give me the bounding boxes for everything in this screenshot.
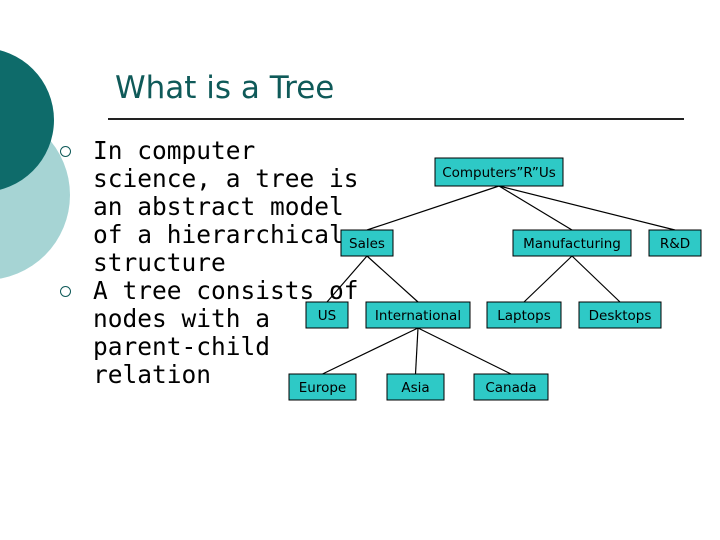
tree-node-box xyxy=(486,301,562,329)
slide-title: What is a Tree xyxy=(115,70,335,106)
tree-edge-sales-international xyxy=(366,255,419,303)
tree-node-box xyxy=(473,373,549,401)
tree-node-rnd: R&D xyxy=(648,229,702,257)
bullet-item: In computer science, a tree is an abstra… xyxy=(60,137,360,277)
bullet-item: A tree consists of nodes with a parent-c… xyxy=(60,277,360,389)
tree-node-label: Sales xyxy=(349,236,385,252)
tree-edge-root-sales xyxy=(366,185,500,231)
tree-edges xyxy=(322,185,676,375)
tree-edge-manufacturing-desktops xyxy=(571,255,621,303)
tree-node-box xyxy=(512,229,632,257)
tree-node-box xyxy=(648,229,702,257)
dark-circle-decoration xyxy=(0,50,54,190)
tree-node-desktops: Desktops xyxy=(578,301,662,329)
tree-node-label: Asia xyxy=(401,380,429,396)
tree-node-box xyxy=(340,229,394,257)
tree-node-label: R&D xyxy=(660,236,690,252)
bullet-text: A tree consists of nodes with a parent-c… xyxy=(93,276,359,389)
tree-node-box xyxy=(434,157,564,187)
bullet-text: In computer science, a tree is an abstra… xyxy=(93,136,359,277)
tree-node-box xyxy=(365,301,471,329)
tree-edge-root-rnd xyxy=(498,185,676,231)
tree-node-root: Computers”R”Us xyxy=(434,157,564,187)
tree-node-manufacturing: Manufacturing xyxy=(512,229,632,257)
bullet-list: In computer science, a tree is an abstra… xyxy=(60,137,360,389)
tree-node-label: Canada xyxy=(485,380,536,396)
tree-edge-sales-us xyxy=(326,255,368,303)
tree-node-label: US xyxy=(318,308,336,324)
tree-node-box xyxy=(288,373,357,401)
tree-node-europe: Europe xyxy=(288,373,357,401)
tree-node-international: International xyxy=(365,301,471,329)
tree-edge-international-canada xyxy=(417,327,512,375)
tree-edge-root-manufacturing xyxy=(498,185,573,231)
hollow-circle-bullet-icon xyxy=(60,286,71,297)
tree-node-label: Europe xyxy=(299,380,346,396)
tree-node-laptops: Laptops xyxy=(486,301,562,329)
tree-node-box xyxy=(305,301,349,329)
tree-edge-manufacturing-laptops xyxy=(523,255,573,303)
title-underline xyxy=(108,118,684,120)
tree-node-label: Laptops xyxy=(497,308,551,324)
tree-node-asia: Asia xyxy=(386,373,445,401)
tree-node-label: Manufacturing xyxy=(523,236,621,252)
tree-node-box xyxy=(578,301,662,329)
tree-node-sales: Sales xyxy=(340,229,394,257)
tree-node-us: US xyxy=(305,301,349,329)
tree-edge-international-asia xyxy=(414,327,419,375)
hollow-circle-bullet-icon xyxy=(60,146,71,157)
tree-node-label: International xyxy=(375,308,461,324)
tree-node-label: Desktops xyxy=(589,308,652,324)
tree-node-canada: Canada xyxy=(473,373,549,401)
tree-edge-international-europe xyxy=(322,327,419,375)
tree-node-label: Computers”R”Us xyxy=(442,165,556,181)
tree-node-box xyxy=(386,373,445,401)
